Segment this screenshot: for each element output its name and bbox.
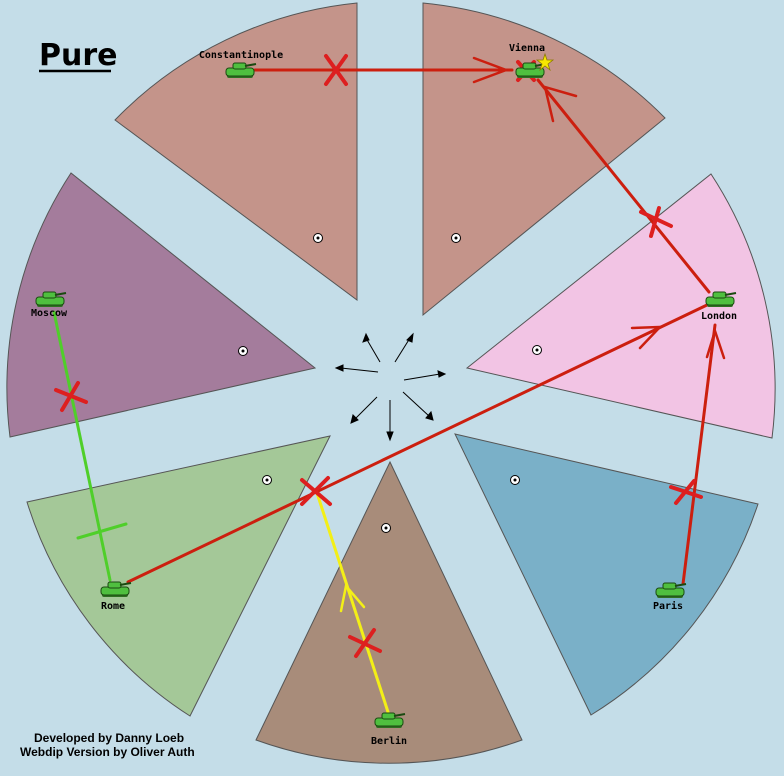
- army-icon[interactable]: [655, 582, 687, 598]
- arrowhead-icon: [472, 56, 510, 84]
- units-layer: [35, 62, 737, 728]
- credit-webdip: Webdip Version by Oliver Auth: [20, 745, 195, 759]
- center-arrows: [334, 332, 447, 442]
- city-label-moscow: Moscow: [31, 308, 68, 319]
- arrowhead-icon: [705, 326, 726, 360]
- army-icon[interactable]: [515, 62, 547, 78]
- city-label-london: London: [701, 311, 737, 322]
- failed-x-icon: [324, 54, 348, 86]
- support-hold-line: [52, 310, 112, 582]
- move-order-line: [126, 303, 709, 584]
- army-icon[interactable]: [374, 712, 406, 728]
- city-label-vienna: Vienna: [509, 42, 545, 54]
- hold-marker: [76, 522, 128, 540]
- territory-berlin[interactable]: [255, 460, 523, 764]
- credit-developer: Developed by Danny Loeb: [34, 731, 184, 745]
- failed-x-icon: [300, 476, 332, 506]
- supply-center-icon: [262, 475, 272, 485]
- territory-rome[interactable]: [26, 435, 331, 717]
- supply-centers: [238, 233, 542, 533]
- city-label-berlin: Berlin: [371, 735, 407, 747]
- territory-vienna[interactable]: [422, 2, 666, 317]
- arrowhead-icon: [543, 85, 578, 123]
- star-icon: [535, 52, 555, 72]
- supply-center-icon: [451, 233, 461, 243]
- territory-paris[interactable]: [454, 433, 759, 716]
- move-order-line: [681, 323, 717, 586]
- city-label-constantinople: Constantinople: [199, 49, 283, 61]
- army-icon[interactable]: [35, 291, 67, 307]
- territory-london[interactable]: [465, 173, 776, 439]
- territory-moscow[interactable]: [6, 172, 317, 438]
- failed-x-icon: [348, 628, 382, 658]
- supply-center-icon: [381, 523, 391, 533]
- army-icon[interactable]: [705, 291, 737, 307]
- supply-center-icon: [238, 346, 248, 356]
- army-icon[interactable]: [100, 581, 132, 597]
- supply-center-icon: [510, 475, 520, 485]
- arrowhead-icon: [630, 325, 664, 350]
- orders-layer: [52, 56, 726, 714]
- territory-constantinople[interactable]: [114, 2, 358, 301]
- city-label-rome: Rome: [101, 601, 125, 612]
- failed-x-icon: [669, 479, 703, 505]
- supply-center-icon: [313, 233, 323, 243]
- map-title: Pure: [39, 38, 118, 73]
- arrowhead-icon: [339, 583, 366, 613]
- army-icon[interactable]: [225, 62, 257, 78]
- move-order-line: [536, 78, 711, 294]
- city-label-paris: Paris: [653, 600, 683, 612]
- support-order-line: [315, 491, 390, 714]
- supply-center-icon: [532, 345, 542, 355]
- failed-x-icon: [639, 206, 673, 238]
- failed-x-icon: [54, 381, 88, 412]
